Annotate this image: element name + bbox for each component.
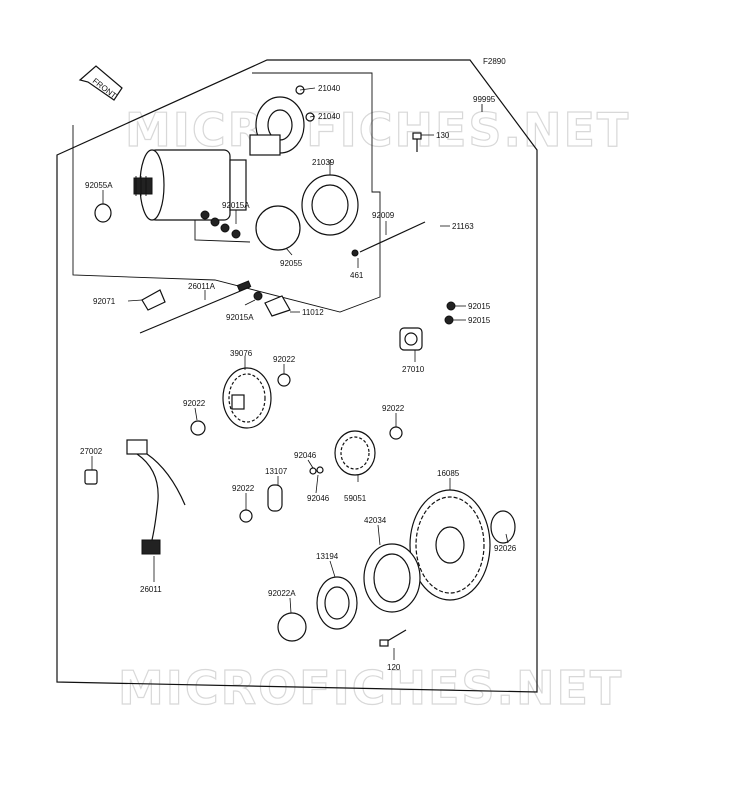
- gear-39076: [222, 367, 272, 429]
- watermark-top: MICROFICHES.NET: [125, 103, 630, 157]
- shaft-13107: [267, 484, 283, 512]
- connector-27002: [84, 469, 98, 485]
- callout-27002: 27002: [80, 447, 103, 456]
- callout-92022-c: 92022: [382, 404, 405, 413]
- front-arrow-icon: FRONT: [78, 65, 123, 101]
- washer-92026: [490, 510, 516, 544]
- needle-92046-b: [316, 466, 324, 474]
- wire-harness-26011: [126, 439, 186, 555]
- callout-27010: 27010: [402, 365, 425, 374]
- callouts: 21040 21040 130 21039 92055A 92015A 9200…: [80, 84, 517, 672]
- leader-lines: [91, 87, 509, 660]
- callout-92046-b: 92046: [307, 494, 330, 503]
- washer-92022A: [277, 612, 307, 642]
- callout-13107: 13107: [265, 467, 288, 476]
- callout-39076: 39076: [230, 349, 253, 358]
- gear-16085: [409, 489, 491, 601]
- callout-92015A-a: 92015A: [222, 201, 250, 210]
- cap-11012: [253, 291, 291, 317]
- bolt-120: [379, 629, 407, 647]
- o-ring-92055: [255, 205, 301, 251]
- callout-59051: 59051: [344, 494, 367, 503]
- starter-motor: [133, 149, 247, 221]
- callout-21040-b: 21040: [318, 112, 341, 121]
- clutch-13194: [316, 576, 358, 630]
- callout-26011: 26011: [140, 585, 162, 594]
- callout-130-a: 130: [436, 131, 450, 140]
- assembly-frame: [56, 59, 538, 693]
- relay-27010: [399, 327, 423, 351]
- callout-92015-b: 92015: [468, 316, 491, 325]
- brush-plate: [249, 96, 305, 156]
- callout-92071: 92071: [93, 297, 116, 306]
- clutch-42034: [363, 543, 421, 613]
- terminal-cap-92071: [141, 289, 166, 311]
- washer-92022-c: [389, 426, 403, 440]
- washer-461: [351, 249, 359, 257]
- callout-92022-d: 92022: [232, 484, 255, 493]
- starter-cable: [139, 280, 252, 334]
- callout-99995: 99995: [473, 95, 496, 104]
- callout-16085: 16085: [437, 469, 460, 478]
- callout-92055A: 92055A: [85, 181, 113, 190]
- callout-92022-b: 92022: [183, 399, 206, 408]
- callout-42034: 42034: [364, 516, 387, 525]
- callout-461: 461: [350, 271, 364, 280]
- callout-21163: 21163: [452, 222, 474, 231]
- o-ring-92055A: [94, 203, 112, 223]
- callout-92055: 92055: [280, 259, 303, 268]
- callout-92022-a: 92022: [273, 355, 296, 364]
- callout-26011A: 26011A: [188, 282, 216, 291]
- needle-92046-a: [309, 467, 317, 475]
- washer-92022-a: [277, 373, 291, 387]
- motor-subframe: [72, 72, 381, 313]
- end-cover: [301, 174, 359, 236]
- washer-92022-d: [239, 509, 253, 523]
- gear-59051: [334, 430, 376, 476]
- nut-92015-a: [446, 301, 456, 311]
- callout-92015-a: 92015: [468, 302, 491, 311]
- callout-13194: 13194: [316, 552, 339, 561]
- washer-stack: [200, 210, 241, 239]
- through-bolt: [359, 221, 426, 253]
- callout-92009: 92009: [372, 211, 395, 220]
- figure-code: F2890: [483, 57, 506, 66]
- callout-11012: 11012: [302, 308, 324, 317]
- callout-92022A: 92022A: [268, 589, 296, 598]
- callout-92026: 92026: [494, 544, 517, 553]
- washer-92022-b: [190, 420, 206, 436]
- callout-92015A-b: 92015A: [226, 313, 254, 322]
- nut-92015-b: [444, 315, 454, 325]
- callout-21039: 21039: [312, 158, 335, 167]
- callout-120: 120: [387, 663, 401, 672]
- callout-92046-a: 92046: [294, 451, 317, 460]
- bolt-130: [412, 132, 422, 152]
- callout-21040-a: 21040: [318, 84, 341, 93]
